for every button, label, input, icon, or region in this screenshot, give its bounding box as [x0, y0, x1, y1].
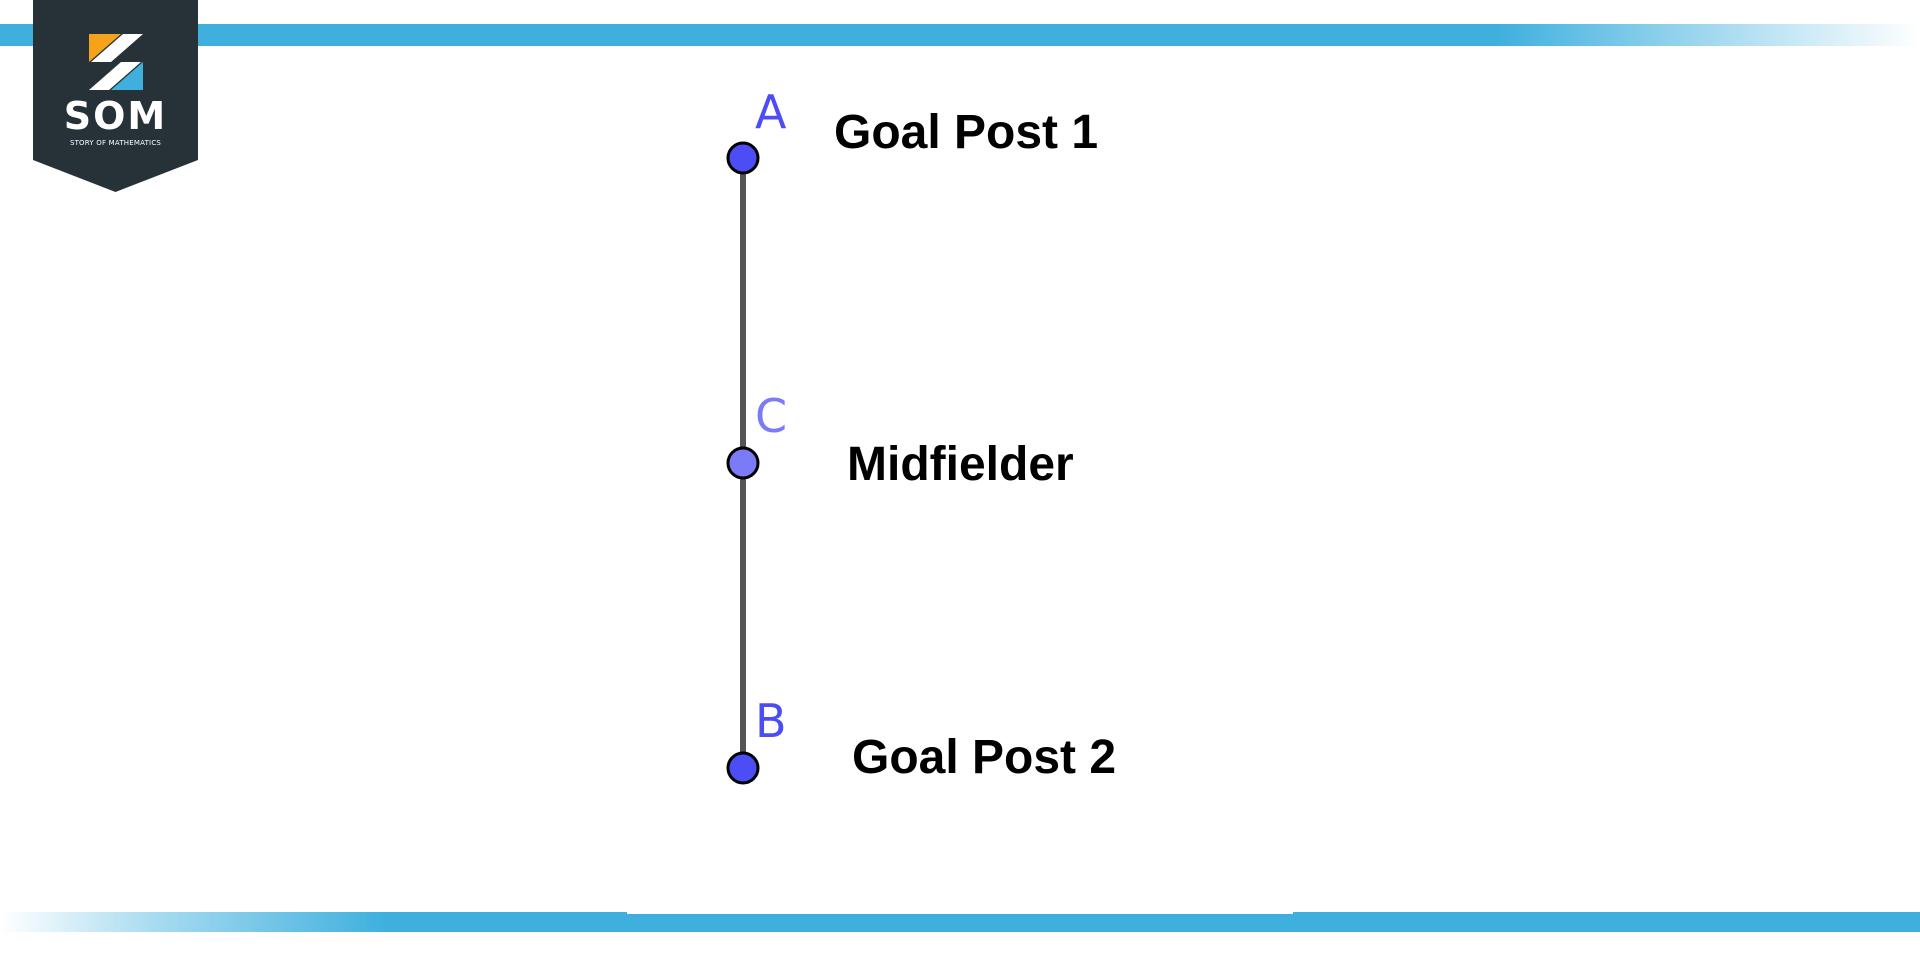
top-stripe — [0, 24, 1920, 46]
goal-post-2-caption: Goal Post 2 — [852, 731, 1116, 784]
goal-post-1-caption: Goal Post 1 — [834, 106, 1098, 159]
bottom-stripe-gap — [627, 912, 1293, 914]
bottom-stripe — [0, 912, 1920, 932]
point-b — [726, 751, 760, 785]
som-logo: SOM STORY OF MATHEMATICS — [33, 0, 198, 192]
point-c — [726, 446, 760, 480]
logo-title: SOM — [63, 94, 168, 138]
point-a-label: A — [755, 85, 787, 139]
point-c-label: C — [755, 389, 787, 443]
point-b-label: B — [755, 694, 787, 748]
logo-subtitle: STORY OF MATHEMATICS — [69, 139, 162, 147]
logo-mark-icon — [89, 34, 143, 90]
midfielder-caption: Midfielder — [847, 438, 1074, 491]
point-a — [726, 141, 760, 175]
logo-badge — [33, 0, 198, 192]
